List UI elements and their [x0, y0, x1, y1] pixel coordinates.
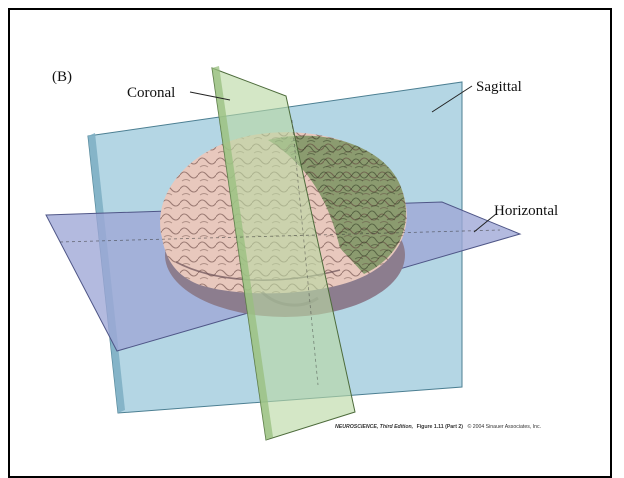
caption-figure: Figure 1.11 (Part 2) — [417, 424, 464, 430]
brain-planes-diagram: (B) Coronal Sagittal Horizontal NEUROSCI… — [0, 0, 624, 459]
caption-title: NEUROSCIENCE, Third Edition, — [335, 424, 413, 430]
horizontal-label: Horizontal — [494, 203, 558, 219]
figure-caption: NEUROSCIENCE, Third Edition, Figure 1.11… — [335, 423, 541, 430]
coronal-label: Coronal — [127, 85, 175, 101]
caption-credit: © 2004 Sinauer Associates, Inc. — [467, 423, 541, 430]
panel-label: (B) — [52, 69, 72, 85]
sagittal-label: Sagittal — [476, 79, 522, 95]
